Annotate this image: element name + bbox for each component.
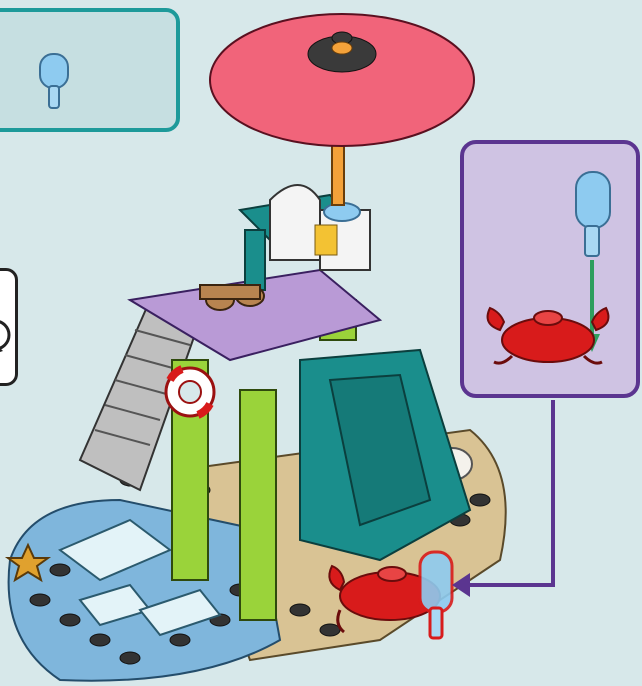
parasol-top (210, 14, 474, 146)
life-ring (166, 368, 214, 416)
binoculars (200, 285, 264, 310)
